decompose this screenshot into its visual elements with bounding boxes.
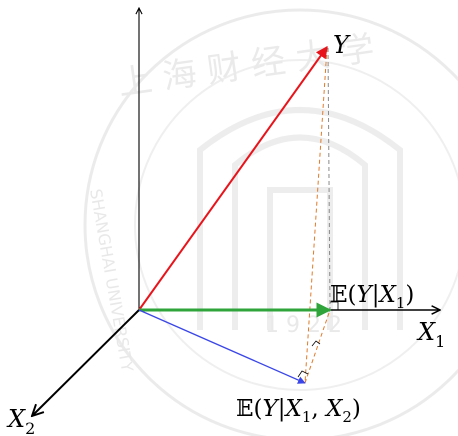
proj-x1x2-x2: X (324, 396, 344, 422)
proj-x1-bb: 𝔼 (330, 282, 348, 308)
projection-lines (304, 47, 331, 384)
x2-axis (32, 309, 140, 416)
x1-label-main: X (416, 318, 436, 346)
x1-label-sub: 1 (435, 332, 445, 351)
watermark-inner-ring (134, 59, 458, 391)
proj-x1-bar: | (372, 282, 380, 308)
proj-x1x2-x: X (283, 396, 303, 422)
proj-x1x2-vector (138, 309, 306, 384)
y-vector (138, 46, 328, 311)
proj-x1-close: ) (405, 282, 414, 308)
proj-x1x2-open: ( (254, 396, 263, 422)
watermark-outer-ring (83, 8, 458, 436)
proj-x1-x: X (377, 282, 397, 308)
watermark-seal: 上 海 财 经 大 学 SHANGHAI UNIVERSITY 1 9 2 2 (83, 8, 458, 436)
proj-x1-sub: 1 (396, 294, 406, 312)
labels: Y X1 X2 𝔼(Y|X1) 𝔼(Y|X1, X2) (6, 31, 445, 436)
proj-x1-label: 𝔼(Y|X1) (330, 282, 414, 312)
proj-x1-y: Y (357, 282, 375, 308)
y-label-main: Y (333, 31, 351, 59)
watermark-year: 1 9 2 2 (265, 313, 342, 338)
proj-x1x2-bb: 𝔼 (236, 396, 254, 422)
dashed-plane-to-x1-projection (304, 309, 331, 384)
x2-label-sub: 2 (25, 419, 35, 436)
right-angle-marker-x1 (330, 301, 339, 310)
x1-label: X1 (416, 318, 445, 351)
x2-label-main: X (6, 405, 26, 433)
right-angle-marker-plane (297, 370, 309, 378)
x2-label: X2 (6, 405, 35, 436)
y-label: Y (333, 31, 351, 59)
proj-x1x2-y: Y (263, 396, 281, 422)
dashed-y-to-x1-projection (327, 47, 331, 311)
proj-x1x2-bar: | (278, 396, 286, 422)
proj-x1x2-sub1: 1 (302, 408, 312, 426)
proj-x1-open: ( (348, 282, 357, 308)
right-angle-markers (297, 301, 339, 378)
proj-x1x2-sub2: 2 (342, 408, 352, 426)
right-angle-marker-mid (311, 340, 321, 347)
proj-x1x2-close: ) (352, 396, 361, 422)
proj-x1x2-label: 𝔼(Y|X1, X2) (236, 396, 361, 426)
vectors (138, 46, 332, 384)
proj-x1x2-comma: , (311, 396, 326, 422)
